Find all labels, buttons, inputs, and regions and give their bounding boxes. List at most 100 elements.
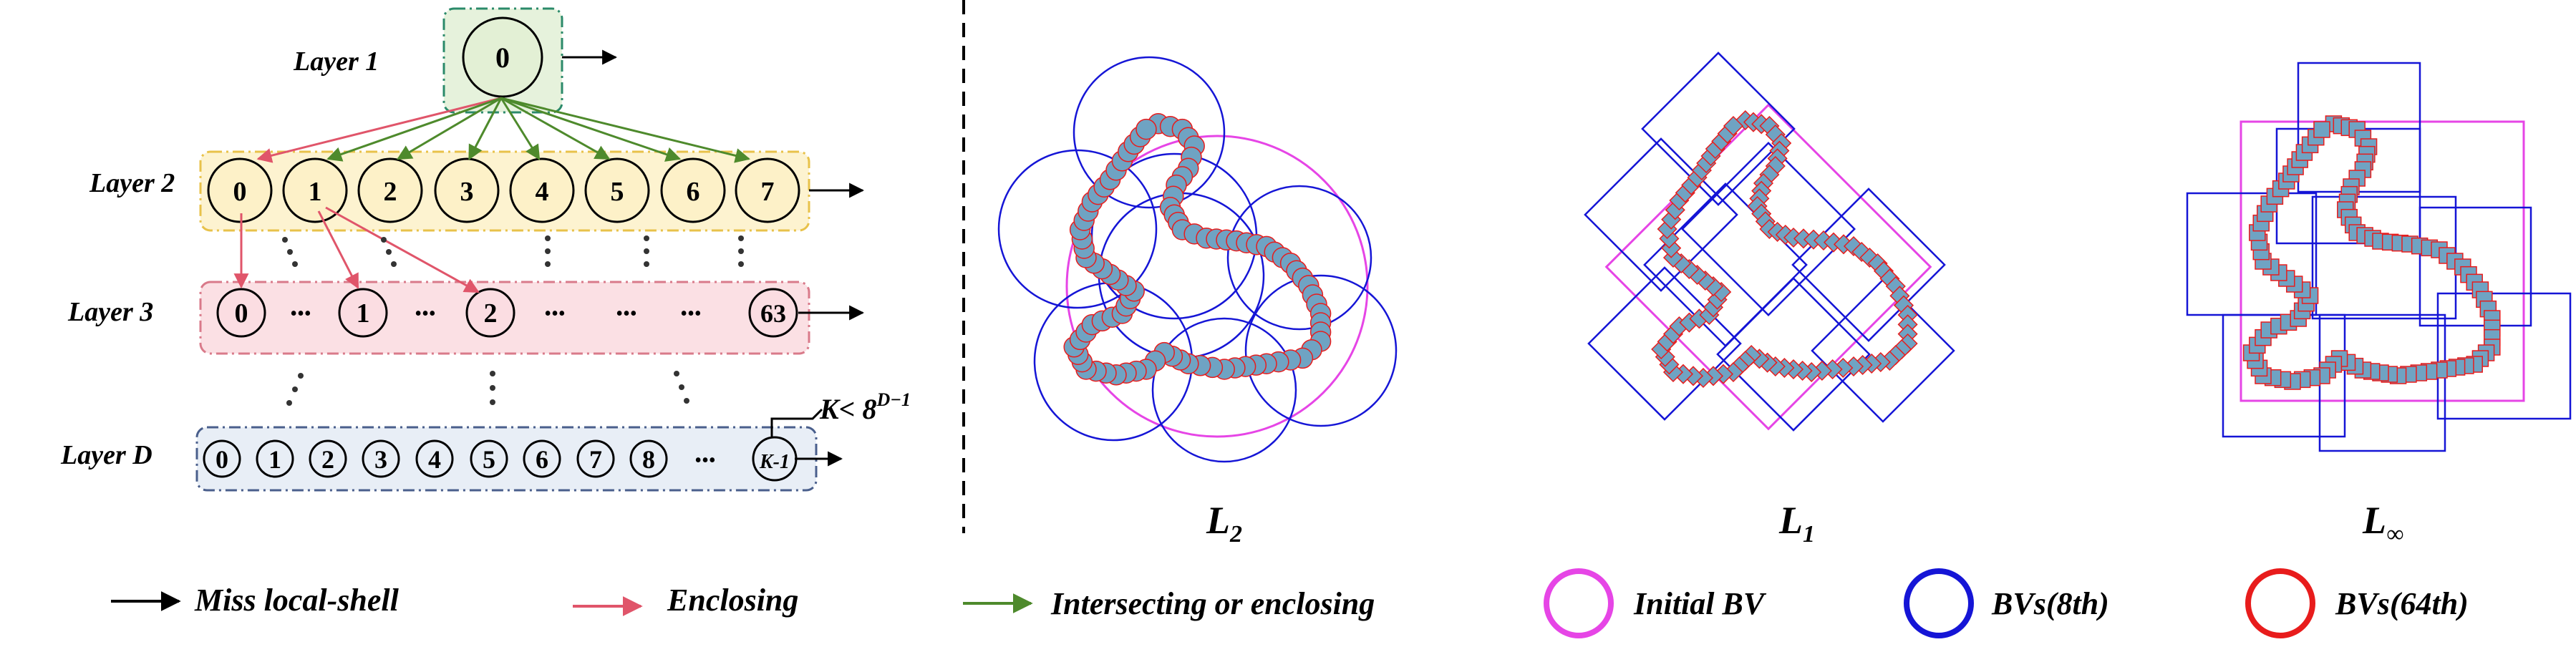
k-condition-exponent: D−1 xyxy=(876,389,911,410)
layer-3-node-0 xyxy=(216,288,266,338)
layer-2-3-dots xyxy=(282,235,744,267)
linf-shape-box-98 xyxy=(2313,121,2330,138)
legend-bv8-text: BVs(8th) xyxy=(1991,586,2109,621)
layer-2-label: Layer 2 xyxy=(89,168,175,198)
layer-d-node-7 xyxy=(576,439,615,478)
layer-d-node-K-1-label: K-1 xyxy=(759,451,790,473)
panel-l2-label-main: L xyxy=(1206,499,1230,542)
layer-d-node-6 xyxy=(523,439,561,478)
layer-d-node-2-label: 2 xyxy=(321,445,334,474)
layer-d-node-1 xyxy=(256,439,294,478)
layer-2-node-7-label: 7 xyxy=(761,177,775,207)
layer-3-ellipsis-5: ••• xyxy=(680,303,701,325)
layer-3-ellipsis-3: ••• xyxy=(544,303,565,325)
layer-2-node-3-label: 3 xyxy=(460,177,474,207)
layer-3-node-63 xyxy=(748,288,798,338)
k-condition: K< 8D−1 xyxy=(819,389,911,425)
layer-d-node-8 xyxy=(629,439,668,478)
hierarchy-diagram: Layer 1 Layer 2 Layer 3 Layer D 0 0 1 2 3 4 5… xyxy=(60,0,965,533)
layer-1-to-2-arrow-1 xyxy=(326,97,502,162)
layer-2-node-5-label: 5 xyxy=(611,177,624,207)
layer-3-label: Layer 3 xyxy=(67,297,153,327)
enclosing-arrow-2-1-to-3-1 xyxy=(317,210,359,289)
layer-1-to-2-arrow-6 xyxy=(500,97,682,162)
legend-initial-bv-icon xyxy=(1544,568,1614,638)
panel-linf-label-sub: ∞ xyxy=(2386,521,2403,548)
initial-bv-circle xyxy=(1065,135,1369,438)
layer-1-to-2-arrows xyxy=(256,97,750,163)
panel-l1: L1 xyxy=(1584,52,1955,548)
l2-shape-sphere-89 xyxy=(1136,118,1157,140)
layer-1-to-2-arrow-4 xyxy=(500,97,541,160)
layer-3-node-63-label: 63 xyxy=(760,299,786,328)
enclosing-arrow-2-1-to-3-2 xyxy=(325,206,480,293)
layer-1-to-2-arrow-2 xyxy=(397,97,502,160)
legend-bv64-icon xyxy=(2245,568,2315,638)
layer-2-node-1 xyxy=(282,157,348,223)
layer-d-node-7-label: 7 xyxy=(589,445,602,474)
layer-d-node-8-label: 8 xyxy=(642,445,655,474)
layer-d-node-4 xyxy=(415,439,454,478)
layer-2-node-6-label: 6 xyxy=(687,177,700,207)
layer-d-node-3-label: 3 xyxy=(374,445,387,474)
layer-2-node-2-label: 2 xyxy=(384,177,397,207)
panel-l1-label-sub: 1 xyxy=(1803,521,1815,548)
legend-intersecting-text: Intersecting or enclosing xyxy=(1050,586,1375,621)
legend-bv8-icon xyxy=(1904,568,1974,638)
linf-shape-squares xyxy=(2242,115,2501,390)
legend-miss-text: Miss local-shell xyxy=(194,583,400,618)
k-bracket xyxy=(770,408,823,437)
panel-l2-label: L2 xyxy=(1206,499,1242,548)
legend-enclosing-text: Enclosing xyxy=(667,583,798,618)
layer-2-node-4 xyxy=(509,157,575,223)
layer-3-node-2-label: 2 xyxy=(484,298,498,329)
layer-1-to-2-arrow-5 xyxy=(500,97,611,160)
panel-l2-label-sub: 2 xyxy=(1229,521,1242,548)
layer-2-node-7 xyxy=(735,157,800,223)
legend-initial-bv-text: Initial BV xyxy=(1633,586,1767,621)
layer-2-nodes: 0 1 2 3 4 5 6 7 xyxy=(207,157,800,223)
k-condition-text: K< 8 xyxy=(819,393,876,425)
layer-3-node-0-label: 0 xyxy=(235,298,248,329)
layer-1-label: Layer 1 xyxy=(293,47,379,77)
layer-d-node-5 xyxy=(470,439,508,478)
panel-linf-label: L∞ xyxy=(2362,499,2403,548)
initial-bv-square xyxy=(2240,120,2525,402)
layer-2-node-4-label: 4 xyxy=(536,177,549,207)
layer-d-node-0 xyxy=(203,439,241,478)
layer-d-label: Layer D xyxy=(60,440,152,470)
layer-1-node-label: 0 xyxy=(495,42,510,74)
legend: Miss local-shell Enclosing Intersecting … xyxy=(111,568,2469,638)
layer-2-node-0-label: 0 xyxy=(233,177,247,207)
layer-2-node-5 xyxy=(584,157,650,223)
layer-3-ellipsis-1: ••• xyxy=(290,303,311,325)
layer-3-node-1-label: 1 xyxy=(357,298,370,329)
layer-3-ellipsis-4: ••• xyxy=(616,303,636,325)
layer-d-node-5-label: 5 xyxy=(483,445,495,474)
layer-3-node-2 xyxy=(465,288,515,338)
layer-2-node-2 xyxy=(357,157,423,223)
layer-3-ellipsis-2: ••• xyxy=(415,303,435,325)
layer-2-node-0 xyxy=(207,157,273,223)
panel-l2: L2 xyxy=(997,56,1398,548)
layer-d-node-6-label: 6 xyxy=(536,445,548,474)
layer-1-node-0 xyxy=(462,16,543,98)
layer-d-ellipsis: ••• xyxy=(694,449,715,472)
l2-shape-circles xyxy=(1063,113,1332,386)
layer-d-node-0-label: 0 xyxy=(216,445,228,474)
layer-1-to-2-arrow-0 xyxy=(256,97,502,163)
bv-8th-diamonds xyxy=(1584,52,1955,432)
layer-3-d-dots xyxy=(286,371,689,406)
l1-shape-diamond-84 xyxy=(1659,228,1680,249)
layer-d-node-4-label: 4 xyxy=(428,445,441,474)
layer-2-node-6 xyxy=(660,157,726,223)
layer-3-node-1 xyxy=(338,288,388,338)
layer-d-node-2 xyxy=(309,439,347,478)
legend-bv64-text: BVs(64th) xyxy=(2335,586,2469,621)
bv-8th-circles xyxy=(997,56,1398,463)
l1-shape-diamond-98 xyxy=(1723,115,1744,137)
layer-2-node-1-label: 1 xyxy=(309,177,322,207)
layer-1-to-2-arrow-3 xyxy=(468,97,503,160)
